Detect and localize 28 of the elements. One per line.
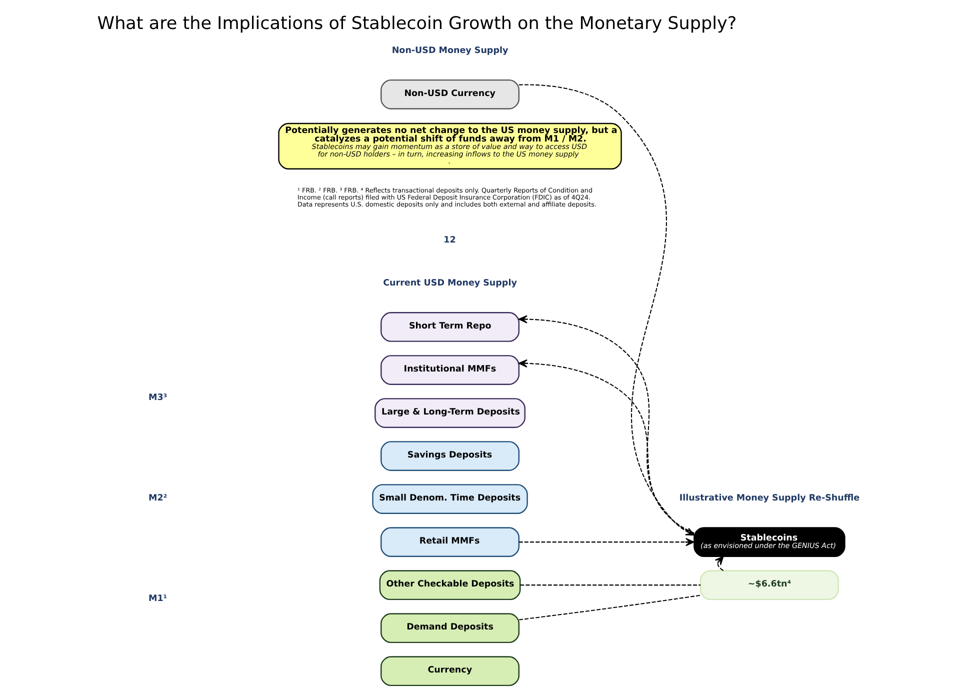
node-box: Currency xyxy=(380,656,520,686)
node-box: Small Denom. Time Deposits xyxy=(372,484,528,514)
arrow xyxy=(518,538,694,546)
node-box: Institutional MMFs xyxy=(380,355,520,385)
connector xyxy=(518,594,700,620)
node-box: Short Term Repo xyxy=(380,312,520,342)
connector xyxy=(520,584,700,586)
node-box: Demand Deposits xyxy=(380,613,520,644)
label: M2² xyxy=(148,493,167,504)
arrow xyxy=(518,359,694,534)
label: Current USD Money Supply xyxy=(382,278,516,288)
arrow xyxy=(518,84,694,536)
node-box: ~$6.6tn⁴ xyxy=(699,570,838,600)
node-box: Other Checkable Deposits xyxy=(378,570,520,600)
node-box: Stablecoins (as envisioned under the GENIUS Act) xyxy=(693,527,845,557)
node-box: Non-USD Currency xyxy=(380,79,520,110)
label: M1¹ xyxy=(148,594,167,604)
arrow xyxy=(518,315,694,534)
label: Non-USD Money Supply xyxy=(391,46,508,56)
label: M3³ xyxy=(148,393,167,404)
diagram-title: What are the Implications of Stablecoin Growth on the Monetary Supply? xyxy=(96,14,736,34)
node-box: Retail MMFs xyxy=(380,527,520,557)
arrow xyxy=(714,556,724,572)
node-box: Large & Long-Term Deposits xyxy=(374,398,525,428)
label: 12 xyxy=(443,235,456,246)
label: Illustrative Money Supply Re-Shuffle xyxy=(678,493,860,504)
node-box: Savings Deposits xyxy=(380,441,520,471)
node-box: Potentially generates no net change to the US money supply, but a catalyzes a potential shift of funds away from M1 / M2. Stablecoins may gain momentum as a store of value and way to access USD for non-USD holders – in turn, increasing inflows to the US money supply . xyxy=(278,122,622,170)
